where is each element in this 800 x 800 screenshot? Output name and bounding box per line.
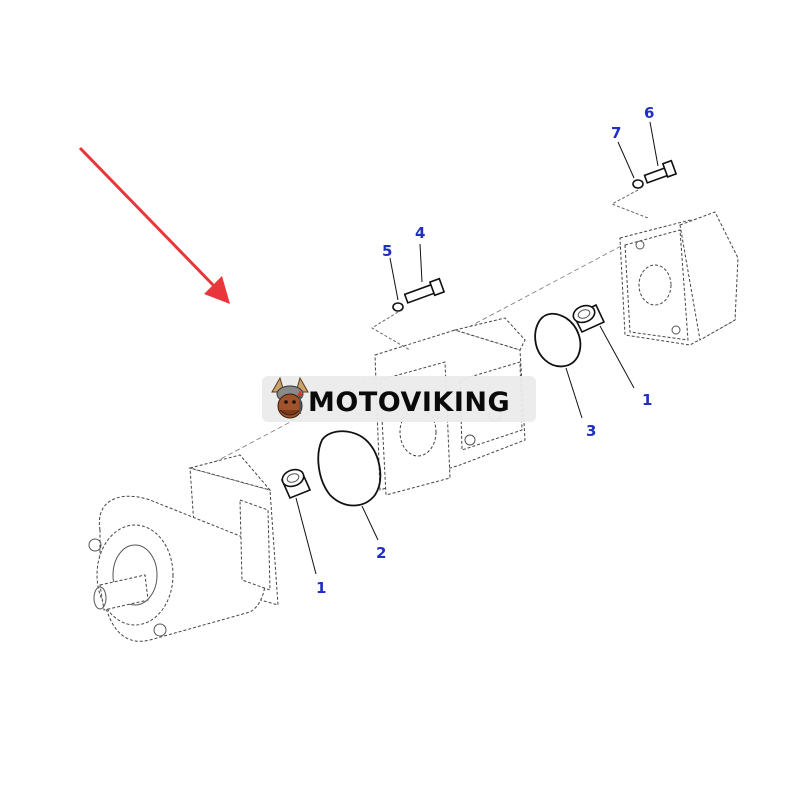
bolt-mid <box>403 277 446 304</box>
callout-5: 5 <box>382 242 392 260</box>
callout-4: 4 <box>415 224 425 242</box>
gasket-lower <box>317 430 382 507</box>
callout-7: 7 <box>611 124 621 142</box>
callout-6: 6 <box>644 104 654 122</box>
callout-1-upper: 1 <box>642 391 652 409</box>
leader-lines <box>295 121 659 575</box>
bolt-rear <box>643 159 678 184</box>
washer-mid <box>392 302 404 312</box>
rear-pump-section <box>619 211 739 346</box>
gasket-upper <box>534 312 582 368</box>
viking-mascot-icon <box>271 376 309 419</box>
callout-3: 3 <box>586 422 596 440</box>
watermark-text: MOTOVIKING <box>308 387 510 418</box>
watermark-banner: MOTOVIKING <box>262 376 536 422</box>
callout-1-lower: 1 <box>316 579 326 597</box>
bushing-lower <box>280 468 312 500</box>
main-pump-body <box>88 454 279 642</box>
bushing-upper <box>572 303 606 334</box>
washer-rear <box>632 179 644 189</box>
red-arrow-icon <box>78 146 230 304</box>
callout-2: 2 <box>376 544 386 562</box>
